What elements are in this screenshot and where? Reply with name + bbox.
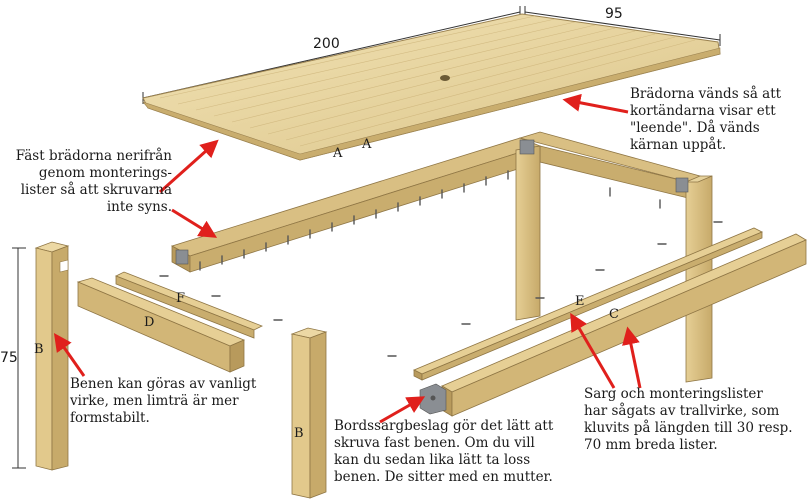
annotation-arrows — [53, 93, 642, 424]
svg-text:"leende". Då vänds: "leende". Då vänds — [630, 120, 760, 136]
dimension-height: 75 — [0, 247, 26, 469]
svg-text:kärnan uppåt.: kärnan uppåt. — [630, 137, 726, 153]
part-label-b-front: B — [294, 426, 304, 441]
svg-text:kan du sedan lika lätt ta loss: kan du sedan lika lätt ta loss — [334, 452, 530, 468]
corner-bracket-back-right — [519, 139, 535, 155]
arrow-strip-c — [622, 326, 642, 389]
leg-b-front: B — [290, 327, 328, 499]
arrow-fasten-rail — [171, 208, 218, 238]
part-label-e: E — [575, 294, 585, 309]
strip-f: F — [115, 271, 263, 339]
svg-text:formstabilt.: formstabilt. — [70, 410, 150, 426]
part-label-a2: A — [361, 137, 372, 152]
part-label-c: C — [609, 307, 619, 322]
annotation-legs: Benen kan göras av vanligt virke, men li… — [69, 376, 257, 426]
svg-text:kortändarna visar ett: kortändarna visar ett — [630, 103, 776, 119]
arrow-legs — [53, 333, 86, 377]
svg-text:skruva fast benen. Om du vill: skruva fast benen. Om du vill — [334, 435, 535, 451]
svg-text:lister så att skruvarna: lister så att skruvarna — [21, 182, 172, 198]
svg-text:kluvits på längden till 30 res: kluvits på längden till 30 resp. — [584, 420, 793, 436]
corner-bracket-front-left — [419, 383, 447, 415]
dimension-height-label: 75 — [0, 350, 18, 366]
svg-text:virke, men limträ är mer: virke, men limträ är mer — [69, 393, 239, 409]
umbrella-hole — [440, 75, 450, 81]
annotation-top-right: Brädorna vänds så att kortändarna visar … — [630, 86, 782, 153]
strip-e: E — [413, 227, 763, 381]
svg-text:benen. De sitter med en mutter: benen. De sitter med en mutter. — [334, 469, 553, 485]
svg-text:Benen kan göras av vanligt: Benen kan göras av vanligt — [70, 376, 257, 392]
corner-bracket-front-right — [675, 177, 689, 193]
svg-text:har sågats av trallvirke, som: har sågats av trallvirke, som — [584, 403, 780, 419]
arrow-tabletop — [562, 93, 629, 114]
svg-text:Sarg och monteringslister: Sarg och monteringslister — [584, 386, 763, 402]
part-label-a1: A — [332, 146, 343, 161]
part-label-d: D — [144, 315, 154, 330]
corner-bracket-back-left — [175, 249, 189, 265]
table-top: A A — [142, 13, 721, 161]
annotation-top-left: Fäst brädorna nerifrån genom monterings-… — [16, 148, 172, 215]
svg-text:Fäst brädorna nerifrån: Fäst brädorna nerifrån — [16, 148, 172, 164]
svg-text:Bordssargbeslag gör det lätt a: Bordssargbeslag gör det lätt att — [334, 418, 554, 434]
frame-back-rail — [170, 137, 542, 273]
leg-back-right — [515, 145, 541, 321]
arrow-bracket — [379, 396, 426, 424]
svg-text:70 mm breda lister.: 70 mm breda lister. — [584, 437, 718, 453]
dimension-width-label: 95 — [605, 6, 623, 22]
screws — [159, 170, 723, 357]
annotation-bracket: Bordssargbeslag gör det lätt att skruva … — [334, 418, 554, 485]
part-label-f: F — [176, 291, 185, 306]
dimension-length-label: 200 — [313, 36, 340, 52]
svg-text:genom monterings-: genom monterings- — [39, 165, 172, 181]
leg-b-left: B — [34, 241, 70, 471]
svg-text:inte syns.: inte syns. — [107, 199, 172, 215]
strip-d: D — [76, 277, 246, 373]
part-label-b-left: B — [34, 342, 44, 357]
dimension-width: 95 — [524, 6, 721, 46]
arrow-strip-e — [570, 312, 616, 389]
svg-text:Brädorna vänds så att: Brädorna vänds så att — [630, 86, 782, 102]
arrow-fasten-top — [159, 139, 219, 194]
annotation-strips: Sarg och monteringslister har sågats av … — [584, 386, 793, 453]
